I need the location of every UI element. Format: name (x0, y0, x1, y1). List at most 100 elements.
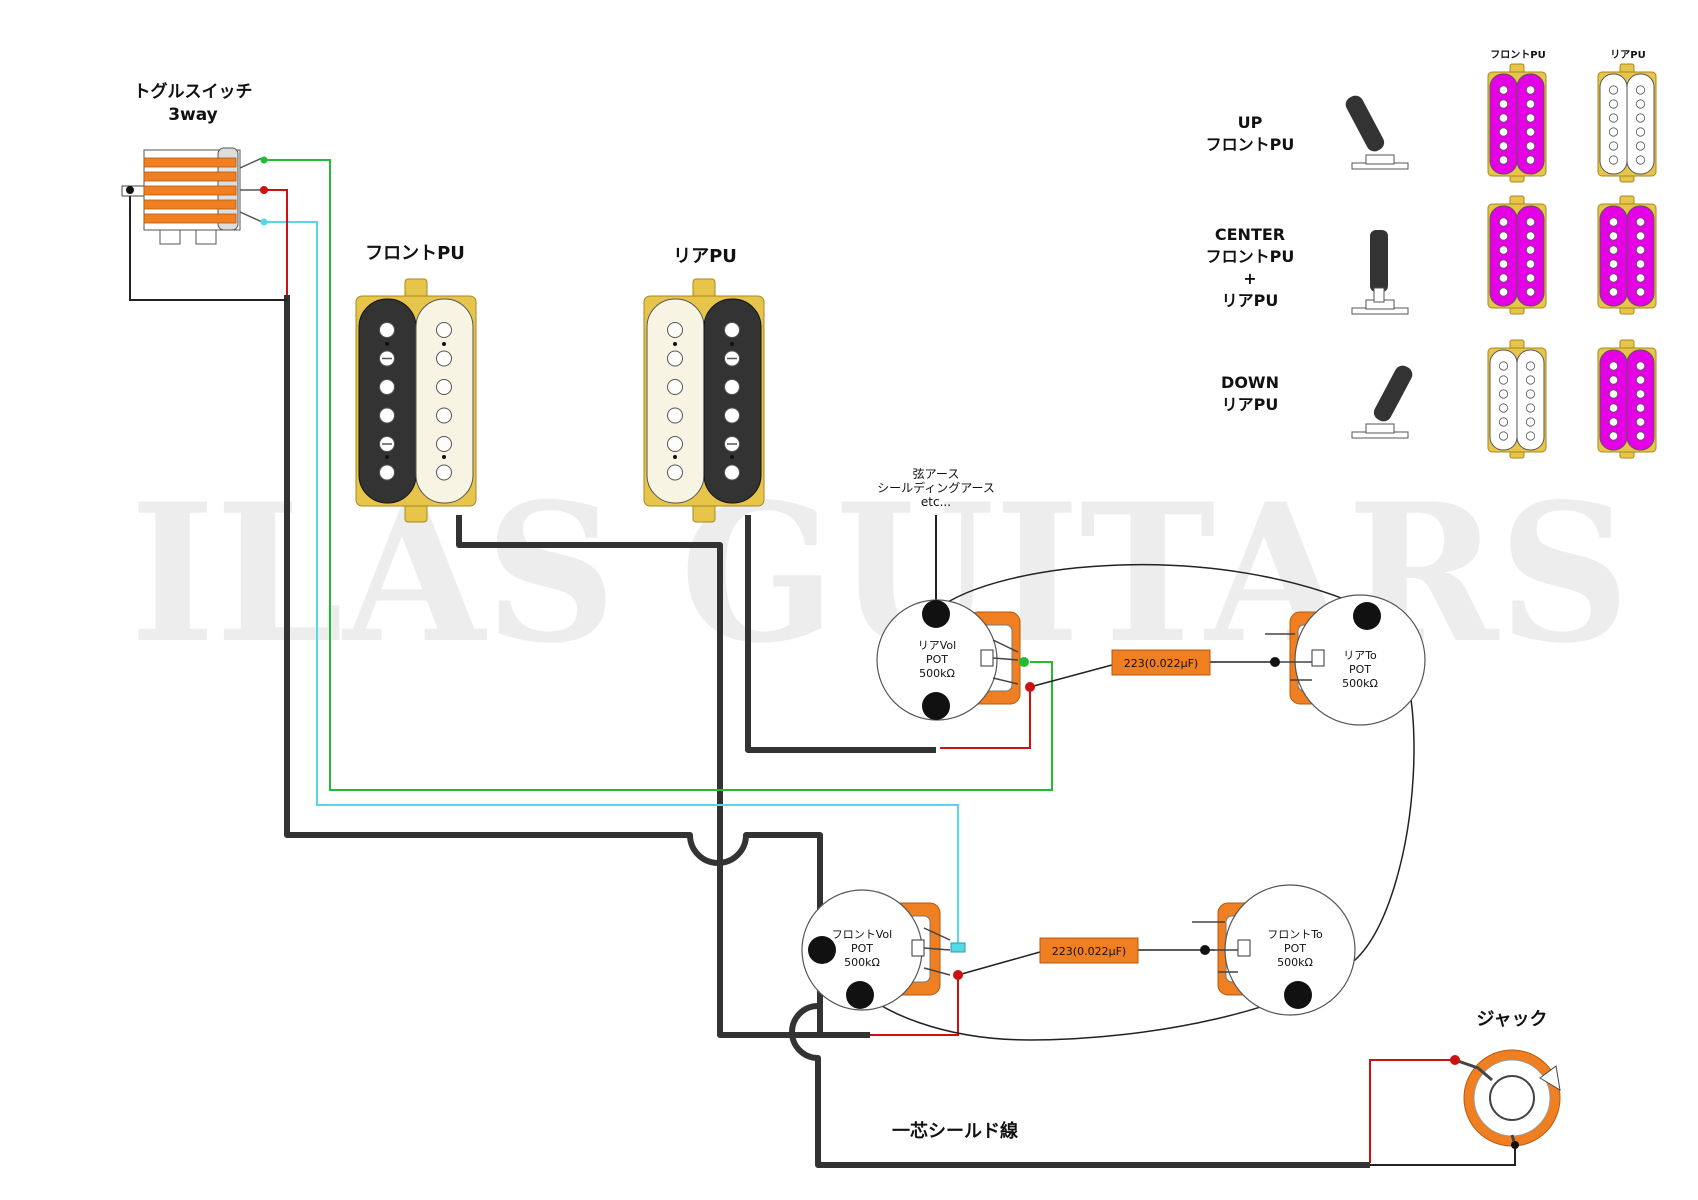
pole-piece (436, 436, 452, 452)
legend-row-center-line2: フロントPU (1206, 247, 1295, 266)
rear-tone-pot (1265, 594, 1426, 726)
toggle-center-icon (1351, 230, 1409, 315)
legend-row-center-line4: リアPU (1222, 291, 1279, 310)
legend-pole (1635, 127, 1646, 137)
legend-pole (1498, 141, 1509, 151)
legend-pole (1525, 141, 1536, 151)
pole-piece (379, 379, 395, 395)
legend-pole (1608, 287, 1619, 297)
rear-vol-label-1: リアVol (918, 639, 956, 652)
legend-pole (1525, 99, 1536, 109)
legend-pole (1608, 155, 1619, 165)
legend-pole (1498, 273, 1509, 283)
toggle-up-icon (1345, 95, 1409, 170)
pole-piece (667, 436, 683, 452)
rear-tone-label-2: POT (1349, 663, 1371, 676)
legend-pole (1498, 431, 1509, 441)
pole-piece (667, 350, 683, 367)
legend-pickup-coil (1626, 205, 1655, 307)
rear-pickup-poles (667, 322, 740, 481)
toggle-ground-wire (129, 190, 287, 301)
legend-pickup-coil (1626, 73, 1655, 175)
front-vol-label-3: 500kΩ (844, 956, 880, 969)
legend-pole (1525, 375, 1536, 385)
legend-row-up: UP フロントPU (1206, 95, 1409, 170)
pole-dot (730, 342, 734, 346)
pole-piece (379, 464, 395, 481)
legend-pole (1525, 231, 1536, 241)
cap-front (1039, 937, 1139, 964)
legend-pole (1525, 287, 1536, 297)
legend-pole (1608, 245, 1619, 255)
pole-piece (379, 407, 395, 424)
ground-note-1: 弦アース (913, 466, 960, 481)
pot-ground-loop (859, 563, 1415, 1041)
pole-dot (442, 455, 446, 459)
legend-pole (1635, 431, 1646, 441)
pole-dot (673, 342, 677, 346)
front-pu-label: フロントPU (365, 243, 465, 264)
legend-header-rear: リアPU (1610, 49, 1645, 61)
legend-pole (1608, 259, 1619, 269)
cap-rear (1111, 649, 1211, 676)
legend-pole (1635, 417, 1646, 427)
pole-piece (724, 379, 740, 395)
pole-piece (724, 407, 740, 424)
legend-pole (1498, 389, 1509, 399)
pole-piece (667, 407, 683, 424)
legend-pole (1525, 361, 1536, 371)
legend-pole (1498, 245, 1509, 255)
legend-pole (1635, 217, 1646, 227)
legend-pole (1525, 431, 1536, 441)
front-vol-label-2: POT (851, 942, 873, 955)
red-wire-rear-vol (940, 687, 1031, 749)
pole-dot (385, 455, 389, 459)
legend-pole (1498, 217, 1509, 227)
cyan-wire (267, 221, 959, 945)
legend-pole (1635, 389, 1646, 399)
pole-piece (436, 322, 452, 338)
output-jack (1450, 1049, 1561, 1149)
green-wire (267, 159, 1053, 791)
legend-pole (1525, 273, 1536, 283)
toggle-label-1: トグルスイッチ (134, 81, 253, 102)
legend-pole (1525, 113, 1536, 123)
legend-row-center: CENTER フロントPU + リアPU (1206, 225, 1409, 315)
cap-front-lead-left (957, 951, 1041, 976)
rear-vol-label-2: POT (926, 653, 948, 666)
legend-pole (1498, 85, 1509, 95)
legend-pickup-coil (1516, 205, 1545, 307)
legend-pickup-coil (1516, 349, 1545, 451)
legend-pole (1525, 245, 1536, 255)
pole-piece (379, 322, 395, 338)
legend-pole (1635, 273, 1646, 283)
front-vol-pot (801, 889, 966, 1011)
rear-vol-pot (876, 599, 1035, 721)
front-tone-label-1: フロントTo (1267, 928, 1323, 941)
legend-pole (1635, 113, 1646, 123)
legend-pole (1635, 259, 1646, 269)
cap-front-label: 223(0.022μF) (1052, 945, 1126, 958)
toggle-label-2: 3way (168, 105, 218, 125)
legend-pole (1608, 127, 1619, 137)
legend-pole (1608, 273, 1619, 283)
legend-pole (1608, 375, 1619, 385)
legend-pole (1635, 155, 1646, 165)
toggle-down-icon (1351, 365, 1413, 439)
jack-ground-wire (1370, 1145, 1516, 1166)
cap-rear-label: 223(0.022μF) (1124, 657, 1198, 670)
legend-pole (1635, 245, 1646, 255)
legend-pole (1635, 85, 1646, 95)
legend-pole (1608, 217, 1619, 227)
legend-pole (1525, 217, 1536, 227)
pole-piece (724, 464, 740, 481)
legend-pickup-coil (1516, 73, 1545, 175)
pole-dot (730, 455, 734, 459)
legend-pole (1635, 403, 1646, 413)
legend-pole (1635, 361, 1646, 371)
ground-note-3: etc... (921, 495, 951, 509)
pole-dot (673, 455, 677, 459)
legend-header-front: フロントPU (1490, 49, 1545, 61)
legend-pole (1525, 259, 1536, 269)
